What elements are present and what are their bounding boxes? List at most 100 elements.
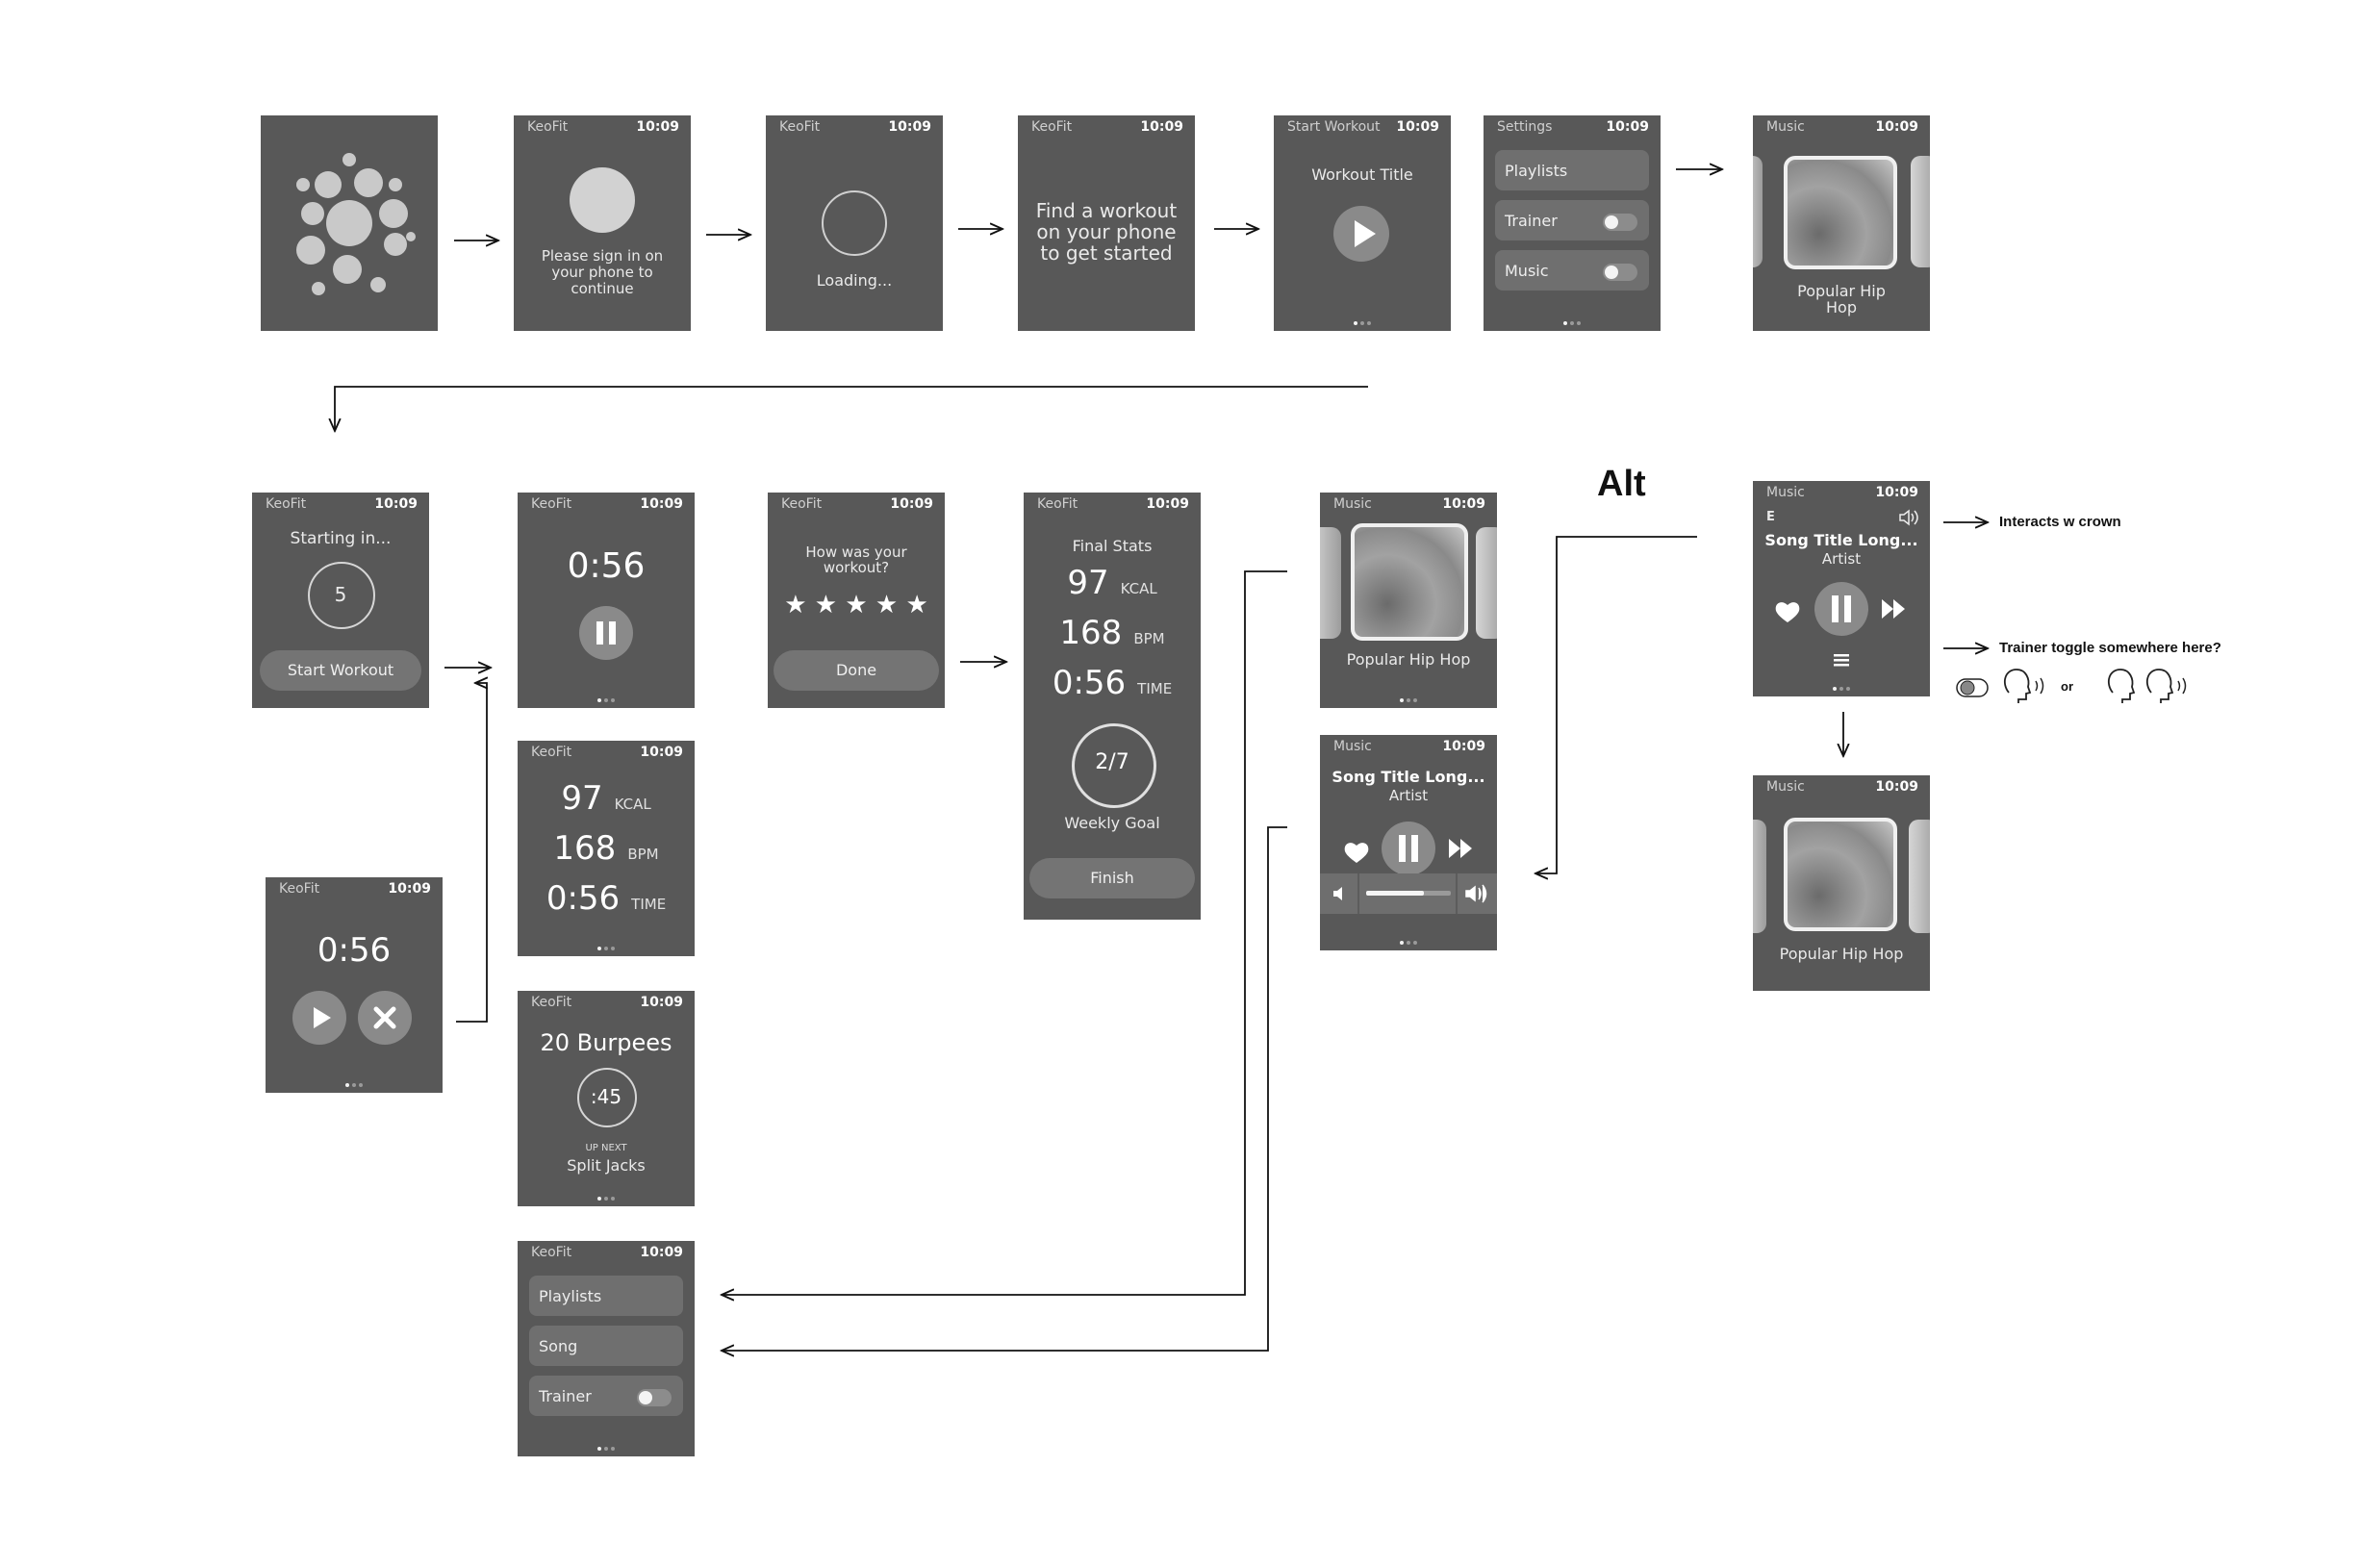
app-name: KeoFit	[266, 496, 307, 512]
time-value: 0:56	[1052, 664, 1127, 702]
prev-album-peek[interactable]	[1320, 527, 1341, 639]
skip-forward-icon[interactable]	[1449, 839, 1472, 858]
final-title: Final Stats	[1072, 537, 1153, 555]
finish-button[interactable]: Finish	[1029, 858, 1195, 898]
bpm-value: 168	[553, 829, 617, 868]
screen-header: Settings	[1497, 119, 1553, 135]
album-art[interactable]	[1784, 156, 1897, 269]
workout-title: Workout Title	[1311, 165, 1413, 184]
next-exercise: Split Jacks	[567, 1156, 646, 1175]
settings-playlists-row[interactable]: Playlists	[1495, 150, 1649, 190]
playlist-name: Popular Hip Hop	[1779, 945, 1904, 963]
screen-header: Music	[1766, 779, 1805, 795]
settings-trainer-row[interactable]: Trainer	[1495, 200, 1649, 240]
pause-icon	[596, 621, 616, 645]
menu-trainer-row[interactable]: Trainer	[529, 1376, 683, 1416]
transport-controls	[1344, 822, 1472, 875]
arrow-timer-paused	[456, 683, 487, 1023]
page-dots	[1484, 321, 1661, 325]
play-icon	[314, 1007, 331, 1028]
countdown-title: Starting in...	[290, 529, 392, 548]
clock: 10:09	[1146, 496, 1189, 512]
pause-button[interactable]	[1382, 822, 1435, 875]
start-workout-button[interactable]: Start Workout	[260, 650, 421, 691]
row-label: Music	[1505, 262, 1549, 280]
heart-icon[interactable]	[1775, 602, 1800, 622]
album-art[interactable]	[1351, 523, 1468, 641]
trainer-toggle[interactable]	[1603, 214, 1637, 231]
or-label: or	[2061, 679, 2073, 694]
clock: 10:09	[890, 496, 933, 512]
clock: 10:09	[388, 881, 431, 897]
playlist-name: Popular Hip Hop	[1346, 650, 1471, 669]
speaker-icon[interactable]	[1897, 508, 1920, 527]
up-next-label: UP NEXT	[585, 1143, 627, 1153]
clock: 10:09	[640, 745, 683, 760]
pause-button[interactable]	[579, 606, 633, 660]
row-label: Trainer	[539, 1387, 592, 1405]
music-playlist-screen: Music 10:09 Popular Hip Hop	[1320, 493, 1497, 708]
page-dots	[1753, 687, 1930, 691]
bpm-stat: 168 BPM	[518, 829, 695, 868]
time-unit: TIME	[1137, 680, 1173, 697]
menu-icon[interactable]	[1830, 650, 1853, 670]
pause-icon	[1832, 595, 1839, 622]
prev-album-peek[interactable]	[1753, 156, 1763, 267]
time-value: 0:56	[545, 879, 621, 918]
skip-forward-icon[interactable]	[1882, 599, 1905, 619]
bpm-unit: BPM	[627, 846, 659, 863]
splash-screen	[261, 115, 438, 331]
next-album-peek[interactable]	[1909, 820, 1930, 933]
exercise-seconds: :45	[590, 1085, 622, 1108]
screen-header: Music	[1766, 119, 1805, 135]
album-art[interactable]	[1784, 818, 1897, 931]
clock: 10:09	[1875, 485, 1918, 500]
next-album-peek[interactable]	[1911, 156, 1930, 267]
loading-spinner	[822, 190, 887, 256]
weekly-goal-label: Weekly Goal	[1064, 814, 1160, 832]
elapsed-time: 0:56	[567, 546, 646, 586]
next-album-peek[interactable]	[1476, 527, 1497, 639]
settings-screen: Settings 10:09 Playlists Trainer Music	[1484, 115, 1661, 331]
screen-header: Music	[1766, 485, 1805, 500]
resume-button[interactable]	[292, 991, 346, 1045]
done-button[interactable]: Done	[774, 650, 939, 691]
settings-music-row[interactable]: Music	[1495, 250, 1649, 291]
screen-header: Music	[1333, 739, 1372, 754]
volume-slider[interactable]	[1320, 873, 1497, 914]
music-toggle[interactable]	[1603, 264, 1637, 281]
song-title: Song Title Long...	[1332, 768, 1485, 786]
app-name: KeoFit	[531, 496, 572, 512]
clock: 10:09	[1606, 119, 1649, 135]
menu-song-row[interactable]: Song	[529, 1326, 683, 1366]
play-button[interactable]	[1333, 206, 1389, 262]
screen-header: Music	[1333, 496, 1372, 512]
app-name: KeoFit	[1031, 119, 1073, 135]
pause-button[interactable]	[1814, 582, 1868, 636]
kcal-value: 97	[1067, 564, 1109, 602]
app-name: KeoFit	[531, 995, 572, 1010]
placeholder-avatar	[570, 167, 635, 233]
page-dots	[1320, 698, 1497, 702]
countdown-number: 5	[334, 583, 347, 606]
clock: 10:09	[888, 119, 931, 135]
play-icon	[1355, 220, 1376, 247]
clock: 10:09	[1442, 496, 1485, 512]
clock: 10:09	[1875, 779, 1918, 795]
star-rating[interactable]: ★ ★ ★ ★ ★	[784, 591, 928, 620]
trainer-toggle[interactable]	[637, 1389, 672, 1406]
exercise-timer-ring	[577, 1068, 637, 1127]
volume-bar[interactable]	[1320, 873, 1497, 914]
kcal-unit: KCAL	[614, 796, 651, 813]
arrow-wrap-to-countdown	[335, 386, 1368, 431]
close-icon	[373, 1006, 396, 1029]
menu-playlists-row[interactable]: Playlists	[529, 1276, 683, 1316]
heart-icon[interactable]	[1344, 843, 1369, 863]
end-workout-button[interactable]	[358, 991, 412, 1045]
prev-album-peek[interactable]	[1753, 820, 1766, 933]
